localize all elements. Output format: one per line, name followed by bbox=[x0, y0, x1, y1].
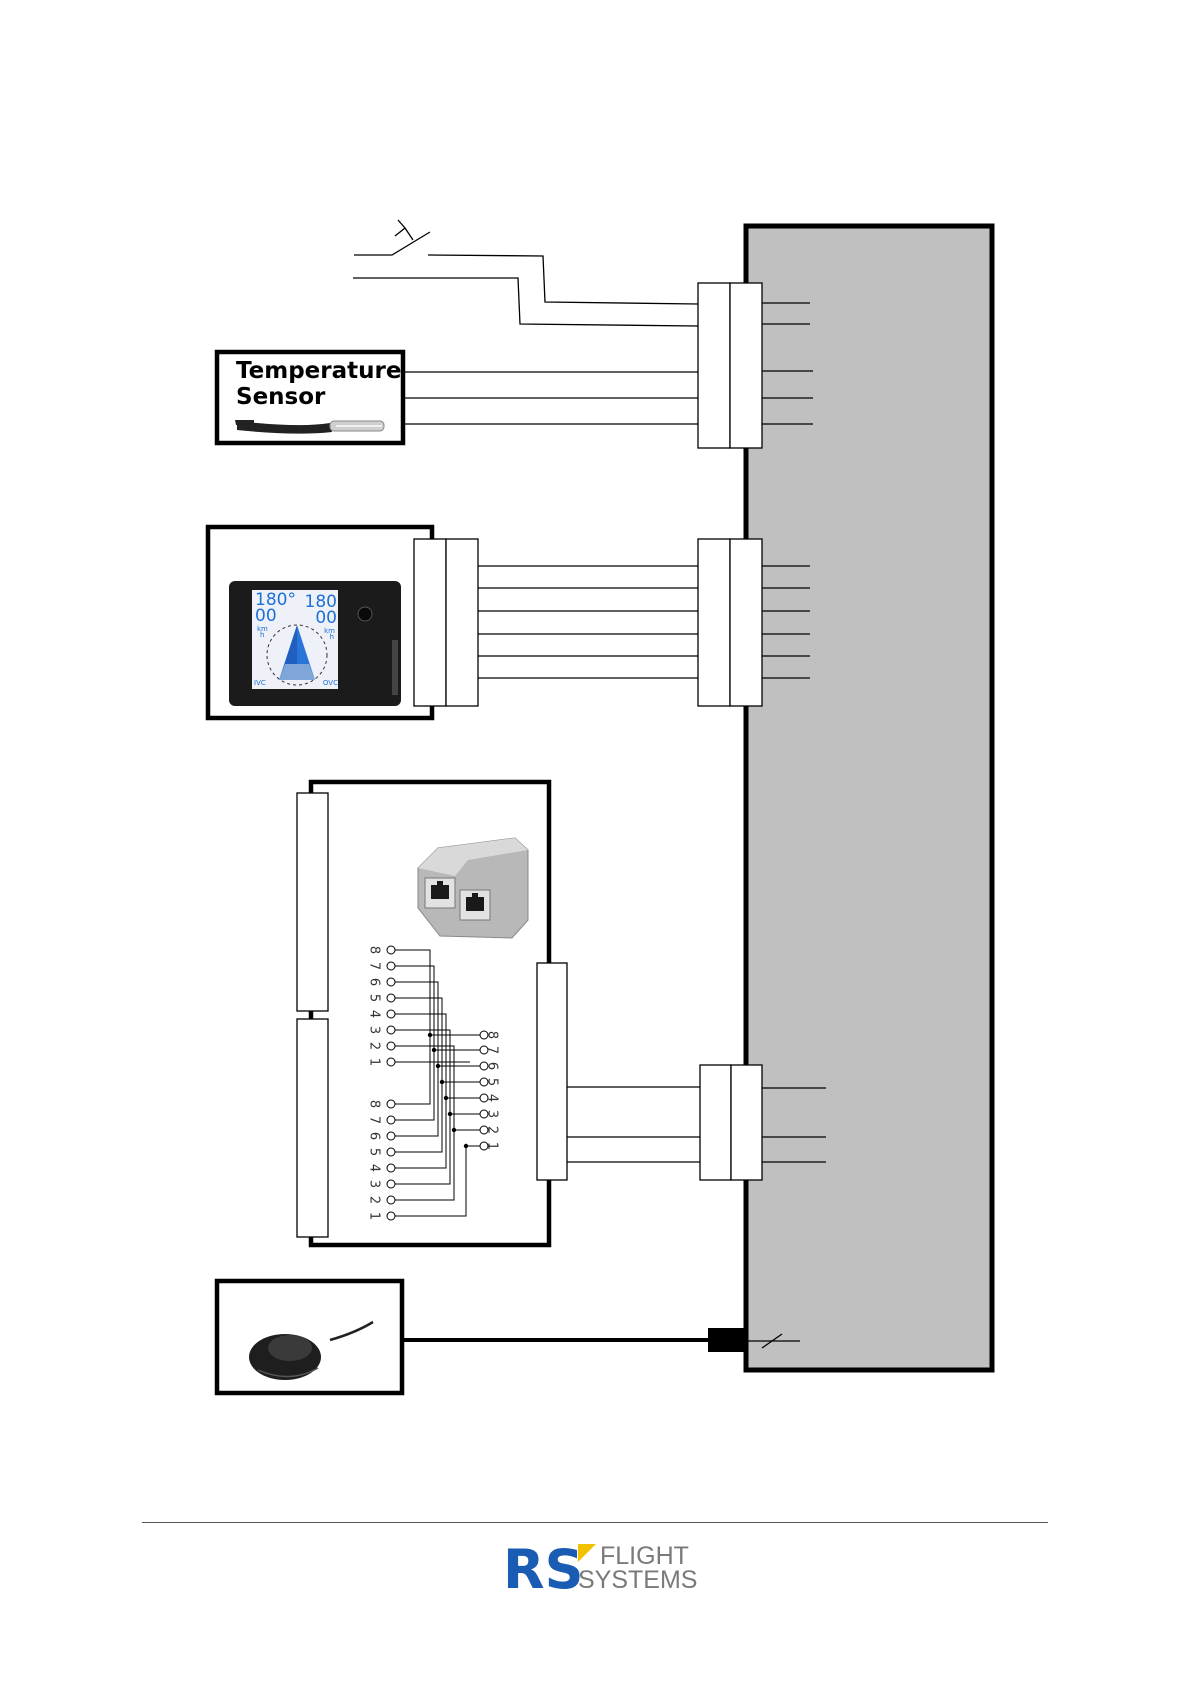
sensor-wires bbox=[403, 372, 698, 424]
pin-label: 7 bbox=[485, 1046, 500, 1054]
display-right-bottom: 00 bbox=[315, 610, 337, 627]
sensor-title-line2: Sensor bbox=[236, 384, 325, 410]
pin-label: 5 bbox=[367, 994, 382, 1002]
display-left-bottom: 00 bbox=[255, 608, 277, 625]
pin-label: 3 bbox=[485, 1110, 500, 1118]
display-corner-right: OVC bbox=[323, 679, 338, 687]
pin-label: 2 bbox=[367, 1196, 382, 1204]
gps-antenna-box bbox=[217, 1281, 402, 1393]
pin-label: 2 bbox=[367, 1042, 382, 1050]
sensor-title-line1: Temperature bbox=[236, 358, 401, 384]
pin-label: 6 bbox=[485, 1062, 500, 1070]
pin-label: 1 bbox=[367, 1058, 382, 1066]
pin-label: 8 bbox=[367, 946, 382, 954]
rj45-splitter-icon bbox=[418, 838, 528, 938]
display-corner-left: IVC bbox=[254, 679, 266, 687]
pin-label: 4 bbox=[367, 1164, 382, 1172]
pin-label: 8 bbox=[367, 1100, 382, 1108]
pin-label: 4 bbox=[485, 1094, 500, 1102]
display-screen: 180° 00 180 00 km h km h IVC OVC bbox=[254, 592, 338, 687]
display-connector bbox=[414, 539, 478, 706]
rs-flight-systems-logo: RS FLIGHT SYSTEMS bbox=[503, 1538, 697, 1601]
pin-label: 5 bbox=[367, 1148, 382, 1156]
pin-label: 1 bbox=[485, 1142, 500, 1150]
pin-label: 7 bbox=[367, 962, 382, 970]
display-unit-h-left: h bbox=[260, 631, 264, 639]
pin-label: 1 bbox=[367, 1212, 382, 1220]
display-unit-h-right: h bbox=[330, 633, 334, 641]
pin-label: 4 bbox=[367, 1010, 382, 1018]
display-wires bbox=[478, 566, 698, 678]
logo-rs-text: RS bbox=[503, 1538, 583, 1601]
pin-label: 7 bbox=[367, 1116, 382, 1124]
splitter-port-main bbox=[537, 963, 567, 1180]
pin-label: 5 bbox=[485, 1078, 500, 1086]
pin-label: 6 bbox=[367, 1132, 382, 1140]
pin-label: 3 bbox=[367, 1180, 382, 1188]
gps-connector bbox=[708, 1328, 746, 1352]
pin-label: 3 bbox=[367, 1026, 382, 1034]
splitter-port-lower bbox=[297, 1019, 328, 1237]
splitter-port-upper bbox=[297, 793, 328, 1011]
logo-systems-text: SYSTEMS bbox=[578, 1566, 697, 1594]
pin-label: 6 bbox=[367, 978, 382, 986]
pin-label: 2 bbox=[485, 1126, 500, 1134]
footer-divider bbox=[142, 1522, 1048, 1523]
pin-label: 8 bbox=[485, 1031, 500, 1039]
switch bbox=[353, 220, 698, 326]
splitter-wires bbox=[567, 1087, 700, 1162]
